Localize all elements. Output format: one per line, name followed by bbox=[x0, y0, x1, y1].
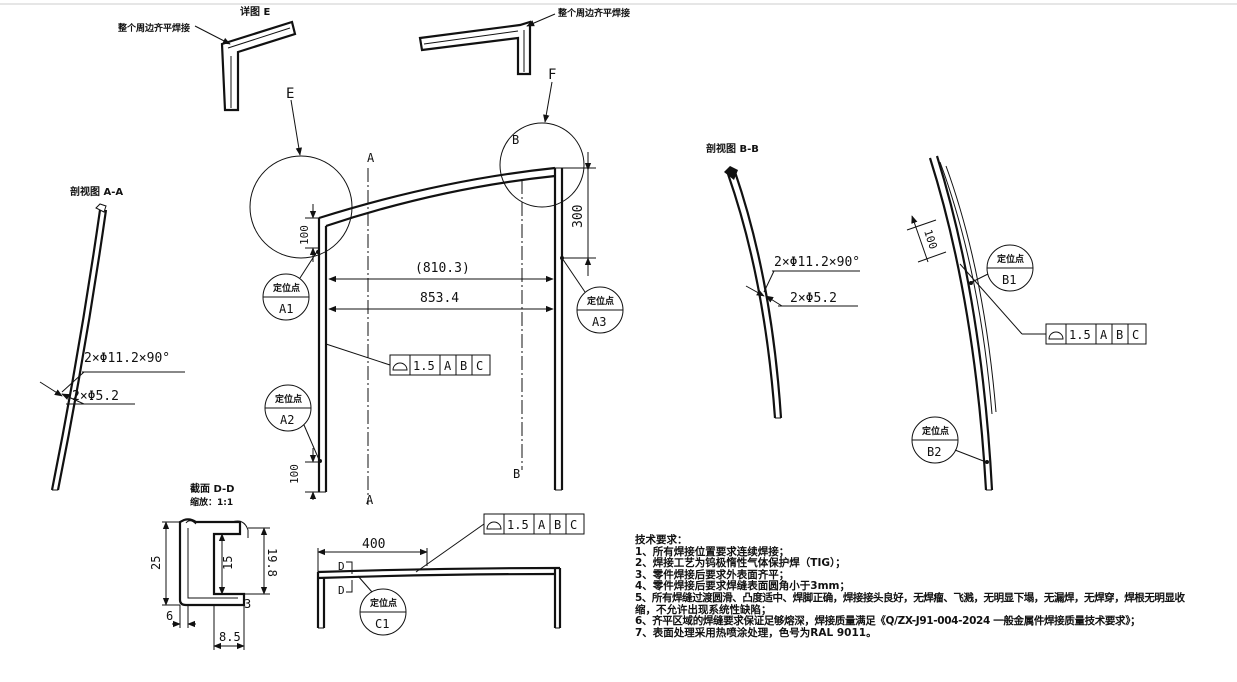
section-bb-title: 剖视图 B-B bbox=[706, 142, 759, 155]
note-item: 6、齐平区域的焊缝要求保证足够熔深，焊接质量满足《Q/ZX-J91-004-20… bbox=[635, 615, 1141, 628]
detail-e: 详图 E 整个周边齐平焊接 整个周边齐平焊接 bbox=[117, 5, 630, 112]
detail-circle-f bbox=[499, 122, 585, 208]
aa-hole1-label: 2×Φ11.2×90° bbox=[84, 351, 170, 366]
note-item: 缩，不允许出现系统性缺陷； bbox=[635, 603, 772, 616]
locator-b1: 定位点 B1 bbox=[969, 244, 1034, 292]
technical-requirements: 技术要求： 1、所有焊接位置要求连续焊接； 2、焊接工艺为钨极惰性气体保护焊（T… bbox=[635, 534, 1230, 639]
locator-a1: 定位点 A1 bbox=[262, 249, 320, 321]
svg-text:B: B bbox=[554, 518, 561, 532]
locator-a3: 定位点 A3 bbox=[560, 256, 624, 334]
bb-hole1-label: 2×Φ11.2×90° bbox=[774, 255, 860, 270]
notes-title: 技术要求： bbox=[635, 534, 688, 546]
bottom-dim-400: 400 bbox=[362, 537, 385, 552]
bb-hole2-label: 2×Φ5.2 bbox=[790, 291, 837, 306]
svg-text:A2: A2 bbox=[280, 413, 294, 427]
dim-300: 300 bbox=[571, 205, 586, 228]
dd-dim-15: 15 bbox=[221, 556, 235, 570]
dd-dim-19-8: 19.8 bbox=[265, 548, 279, 577]
svg-text:A3: A3 bbox=[592, 315, 606, 329]
main-view: E F B A A B (810.3) 853.4 300 bbox=[249, 67, 624, 507]
locator-a2: 定位点 A2 bbox=[264, 384, 322, 463]
section-dd: 截面 D-D 缩放：1:1 25 15 19.8 3 6 8.5 bbox=[149, 482, 279, 650]
note-item: 7、表面处理采用热喷涂处理，色号为RAL 9011。 bbox=[635, 626, 877, 639]
svg-text:C: C bbox=[476, 359, 483, 373]
svg-text:A: A bbox=[538, 518, 546, 532]
dd-dim-25: 25 bbox=[149, 556, 163, 570]
section-aa: 剖视图 A-A 2×Φ11.2×90° 2×Φ5.2 bbox=[39, 185, 185, 491]
note-item: 3、零件焊接后要求外表面齐平； bbox=[635, 568, 790, 581]
dim-853: 853.4 bbox=[420, 291, 459, 306]
section-dd-title: 截面 D-D bbox=[190, 482, 234, 495]
section-dd-scale: 缩放：1:1 bbox=[190, 496, 233, 508]
fcf-bb: 1.5 A B C bbox=[959, 263, 1147, 345]
dd-dim-6: 6 bbox=[166, 609, 173, 623]
note-item: 5、所有焊缝过渡圆滑、凸度适中、焊脚正确，焊接接头良好，无焊瘤、飞溅，无明显下塌… bbox=[635, 591, 1185, 604]
svg-text:A: A bbox=[1100, 328, 1108, 342]
dd-dim-3: 3 bbox=[244, 597, 251, 611]
detail-e-title: 详图 E bbox=[240, 5, 270, 18]
svg-text:B2: B2 bbox=[927, 445, 941, 459]
marker-d-top: D bbox=[338, 560, 345, 573]
svg-text:定位点: 定位点 bbox=[586, 295, 614, 307]
svg-text:1.5: 1.5 bbox=[507, 518, 529, 532]
aa-hole2-label: 2×Φ5.2 bbox=[72, 389, 119, 404]
weld-note-left: 整个周边齐平焊接 bbox=[117, 22, 190, 34]
dim-100-bottom: 100 bbox=[288, 464, 301, 484]
callout-b-bottom: B bbox=[513, 467, 520, 481]
svg-text:B: B bbox=[1116, 328, 1123, 342]
locator-b2: 定位点 B2 bbox=[911, 416, 989, 464]
svg-text:C: C bbox=[570, 518, 577, 532]
svg-text:C1: C1 bbox=[375, 617, 389, 631]
note-item: 1、所有焊接位置要求连续焊接； bbox=[635, 545, 790, 558]
section-bb: 剖视图 B-B 2×Φ11.2×90° 2×Φ5.2 100 定位点 B1 bbox=[706, 142, 1147, 491]
fcf-main: 1.5 A B C bbox=[325, 343, 491, 376]
svg-text:1.5: 1.5 bbox=[413, 359, 435, 373]
svg-text:1.5: 1.5 bbox=[1069, 328, 1091, 342]
svg-text:C: C bbox=[1132, 328, 1139, 342]
dim-100-top: 100 bbox=[298, 225, 311, 245]
fcf-bottom: 1.5 A B C bbox=[415, 513, 585, 573]
note-item: 4、零件焊接后要求焊缝表面圆角小于3mm； bbox=[635, 580, 850, 593]
bb-dim-100: 100 bbox=[921, 228, 940, 251]
svg-text:A: A bbox=[444, 359, 452, 373]
bottom-view: 400 D D 定位点 C1 1.5 A B C bbox=[316, 513, 585, 636]
section-aa-title: 剖视图 A-A bbox=[70, 185, 123, 198]
callout-e: E bbox=[286, 86, 294, 102]
svg-text:定位点: 定位点 bbox=[996, 253, 1024, 265]
callout-a-bottom: A bbox=[366, 493, 374, 507]
svg-text:定位点: 定位点 bbox=[274, 393, 302, 405]
note-item: 2、焊接工艺为钨极惰性气体保护焊（TIG）； bbox=[635, 557, 846, 570]
locator-c1: 定位点 C1 bbox=[357, 575, 407, 636]
callout-b-top: B bbox=[512, 133, 519, 147]
dd-dim-8-5: 8.5 bbox=[219, 630, 241, 644]
svg-text:定位点: 定位点 bbox=[369, 597, 397, 609]
callout-f: F bbox=[548, 67, 556, 83]
svg-text:A1: A1 bbox=[279, 302, 293, 316]
svg-text:B1: B1 bbox=[1002, 273, 1016, 287]
weld-note-right: 整个周边齐平焊接 bbox=[557, 7, 630, 19]
dim-810: (810.3) bbox=[415, 261, 470, 276]
svg-text:B: B bbox=[460, 359, 467, 373]
svg-text:定位点: 定位点 bbox=[921, 425, 949, 437]
marker-d-bottom: D bbox=[338, 584, 345, 597]
callout-a-top: A bbox=[367, 151, 375, 165]
svg-text:定位点: 定位点 bbox=[272, 282, 300, 294]
